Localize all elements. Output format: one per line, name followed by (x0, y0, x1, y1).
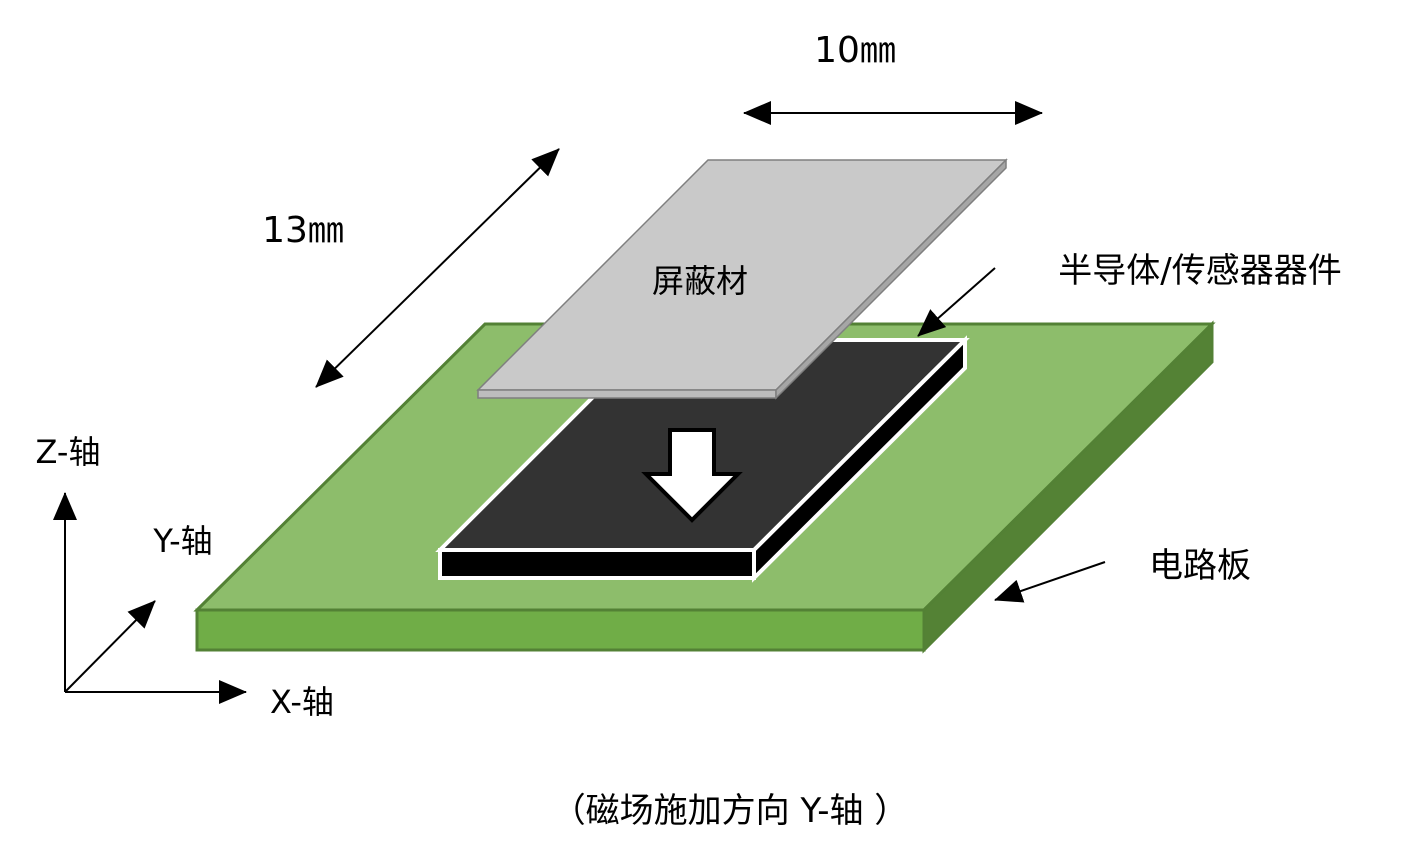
down-arrow-icon (641, 428, 743, 523)
shield-side-edge (775, 158, 1007, 400)
chip-front-face (438, 548, 756, 580)
sensor-leader-arrow (917, 267, 996, 337)
length-dimension-arrow (315, 148, 560, 388)
shield-label: 屏蔽材 (652, 262, 748, 300)
shield-front-edge (477, 389, 777, 399)
shield-plate: 屏蔽材 (476, 158, 1008, 400)
sensor-label: 半导体/传感器器件 (1058, 251, 1341, 291)
board-leader-arrow (994, 561, 1106, 603)
sensor-chip (435, 335, 970, 583)
board-label: 电路板 (1149, 546, 1251, 586)
width-dimension-label: 10㎜ (814, 30, 896, 71)
caption: （磁场施加方向 Y-轴 ） (552, 791, 909, 831)
board-front-face (195, 608, 926, 652)
z-axis-label: Z-轴 (36, 433, 101, 471)
y-axis-arrow (64, 600, 156, 693)
board-side-face (922, 320, 1214, 654)
y-axis-label: Y-轴 (152, 522, 212, 560)
length-dimension-label: 13㎜ (262, 210, 344, 251)
axes: Z-轴 Y-轴 X-轴 (36, 433, 334, 721)
chip-side-face (752, 335, 967, 583)
x-axis-label: X-轴 (270, 683, 334, 721)
